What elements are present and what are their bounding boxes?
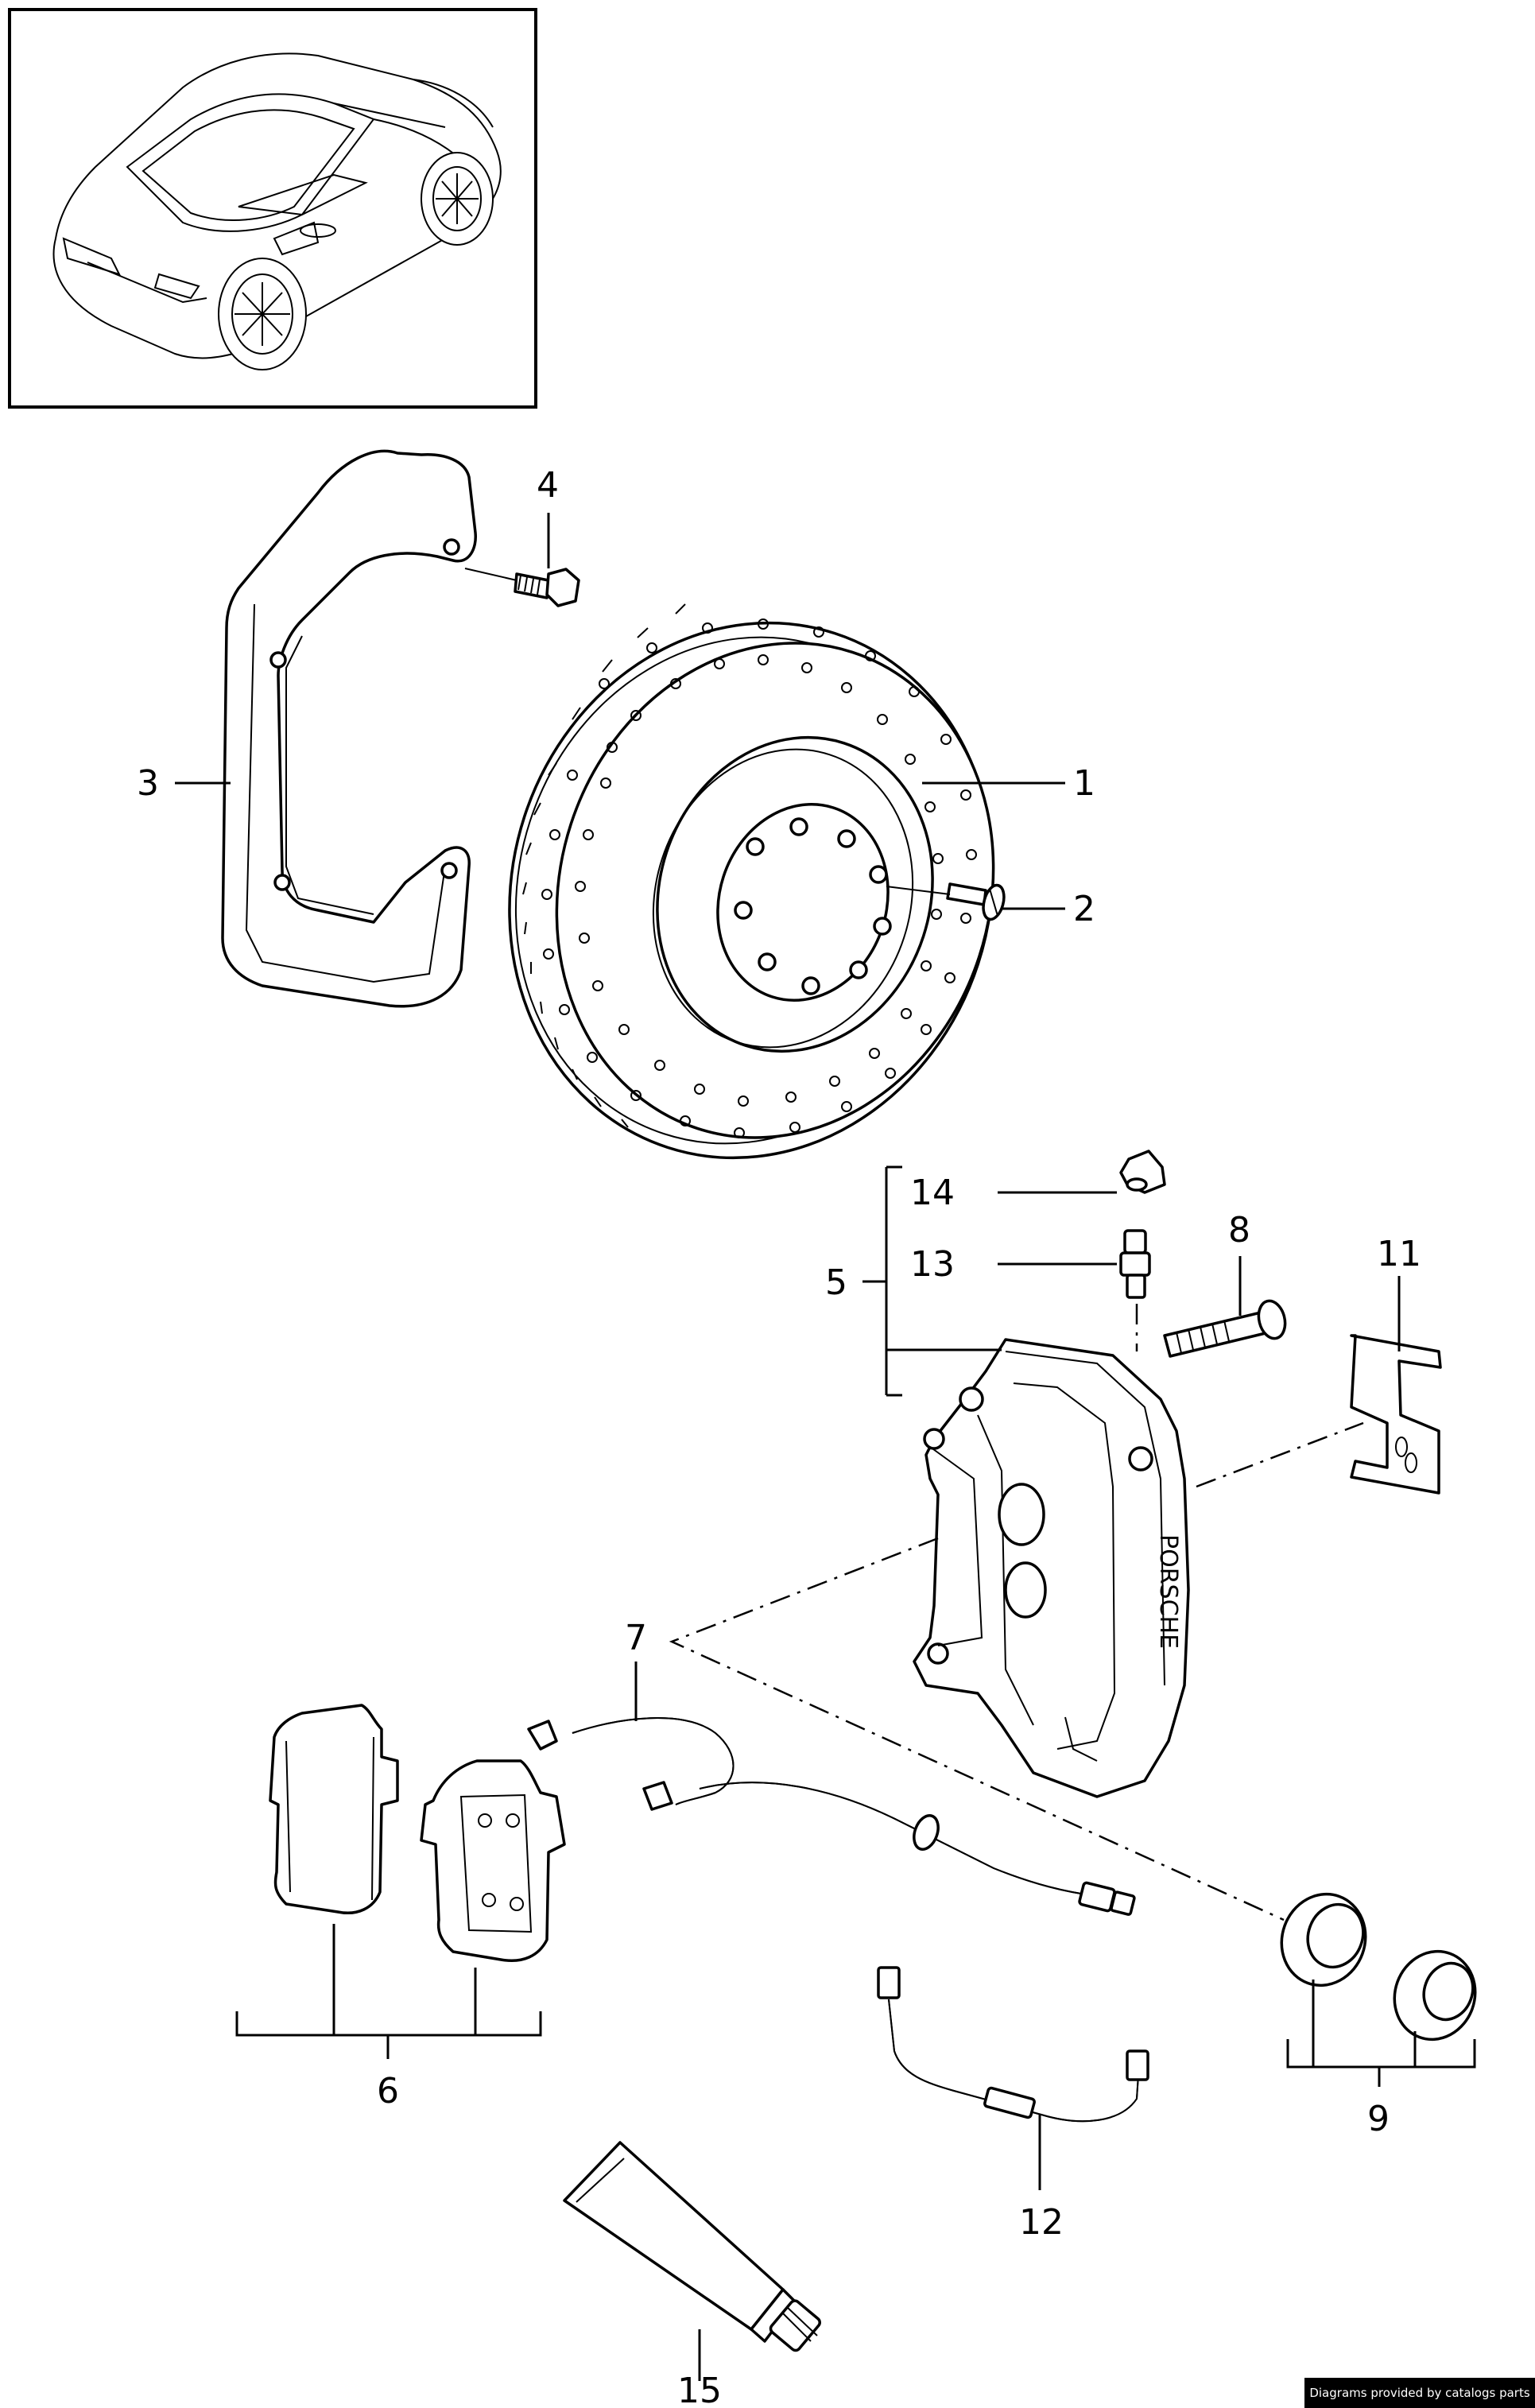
- pad-retaining-pin: [1163, 1299, 1287, 1358]
- vehicle-thumbnail: [8, 8, 537, 409]
- bleeder-valve: [1119, 1229, 1151, 1299]
- anti-rattle-spring: [1350, 1334, 1442, 1495]
- diagram-credit: Diagrams provided by catalogs parts: [1304, 2378, 1535, 2408]
- callout-14: 14: [910, 1173, 955, 1213]
- callout-leader-lines: [175, 513, 1476, 2381]
- disc-vent-slots: [522, 603, 686, 1128]
- callout-12: 12: [1019, 2202, 1064, 2243]
- bleeder-cap: [1119, 1150, 1166, 1194]
- caliper-piston-seal-kit: [1280, 1892, 1477, 2042]
- caliper-brand-lettering: PORSCHE: [1154, 1534, 1182, 1649]
- callout-3: 3: [137, 763, 159, 804]
- callout-9: 9: [1367, 2099, 1390, 2139]
- callout-6: 6: [377, 2071, 399, 2111]
- cross-drilled-holes: [541, 618, 977, 1138]
- callout-7: 7: [625, 1618, 647, 1658]
- brake-splash-shield: [221, 449, 477, 1008]
- brake-pad-set: [269, 1704, 566, 1962]
- callout-5: 5: [825, 1262, 847, 1303]
- pad-wear-sensor: [527, 1717, 1136, 1916]
- callout-11: 11: [1377, 1234, 1421, 1274]
- brake-caliper: PORSCHE: [913, 1338, 1190, 1798]
- callout-2: 2: [1073, 889, 1095, 929]
- shield-bolt: [514, 568, 580, 607]
- callout-8: 8: [1228, 1210, 1250, 1251]
- callout-13: 13: [910, 1244, 955, 1285]
- assembly-indicator-lines: [464, 568, 1364, 1921]
- brake-disc: [508, 603, 995, 1160]
- disc-screw: [946, 882, 1006, 921]
- callout-1: 1: [1073, 763, 1095, 804]
- callout-numbers: 1 2 3 4 5 6 7 8 9 11 12 13 14 15: [137, 465, 1421, 2408]
- callout-15: 15: [677, 2371, 722, 2408]
- brake-line: [877, 1966, 1149, 2123]
- callout-4: 4: [537, 465, 559, 506]
- assembly-paste-tube: [563, 2141, 821, 2352]
